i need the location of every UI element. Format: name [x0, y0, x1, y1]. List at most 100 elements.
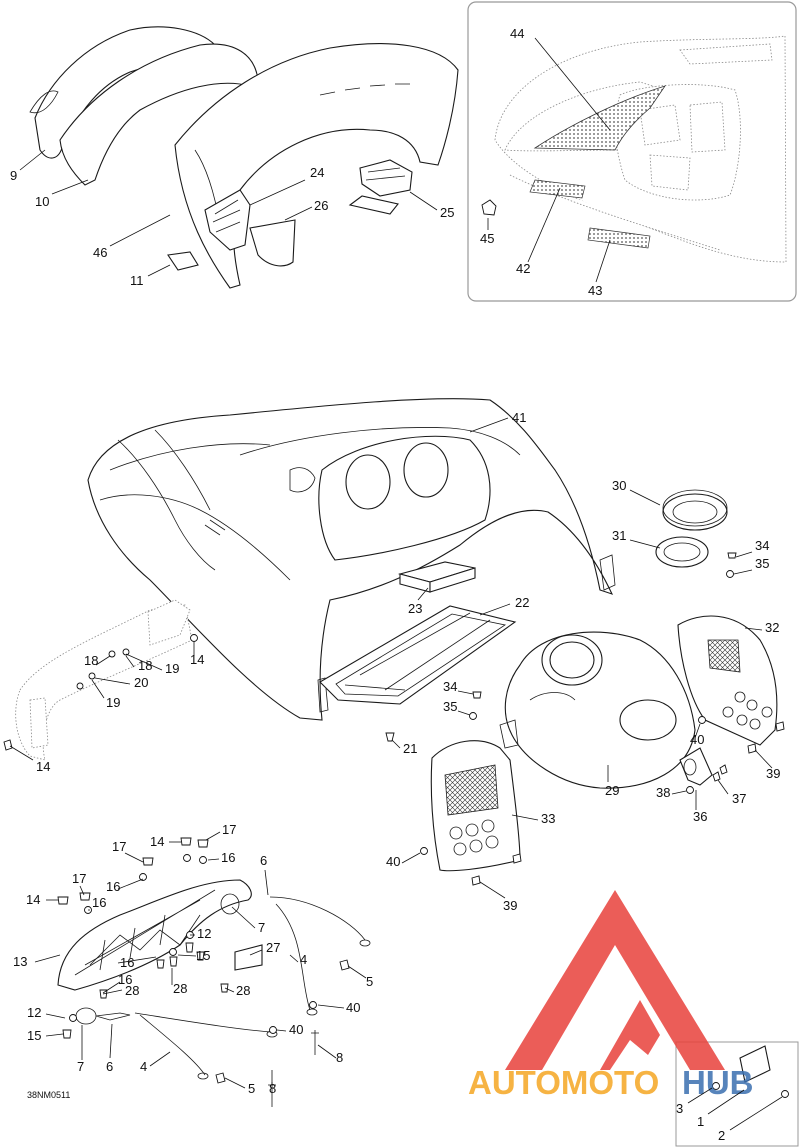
- callout-40: 40: [346, 1000, 360, 1015]
- leader-line-18: [125, 655, 135, 668]
- callout-26: 26: [314, 198, 328, 213]
- leader-line-46: [109, 214, 171, 247]
- callout-18: 18: [138, 658, 152, 673]
- leader-line-18: [95, 655, 111, 666]
- callout-16: 16: [120, 955, 134, 970]
- leader-line-38: [671, 790, 687, 795]
- callout-40: 40: [690, 732, 704, 747]
- callout-16: 16: [92, 895, 106, 910]
- callout-23: 23: [408, 601, 422, 616]
- tray-parts: [319, 561, 517, 705]
- callout-20: 20: [134, 675, 148, 690]
- callout-35: 35: [755, 556, 769, 571]
- callout-16: 16: [221, 850, 235, 865]
- leader-line-16: [117, 956, 157, 964]
- leader-line-20: [94, 677, 131, 685]
- callout-37: 37: [732, 791, 746, 806]
- leader-line-4: [149, 1051, 171, 1067]
- callout-7: 7: [77, 1059, 84, 1074]
- leader-line-3: [687, 1087, 713, 1104]
- leader-lines: [9, 37, 783, 1131]
- callout-13: 13: [13, 954, 27, 969]
- callout-31: 31: [612, 528, 626, 543]
- leader-line-2: [729, 1096, 783, 1131]
- leader-line-16: [207, 858, 220, 861]
- callout-12: 12: [197, 926, 211, 941]
- hatched-area-43: [587, 227, 651, 249]
- leader-line-16: [102, 981, 121, 994]
- leader-line-7: [231, 906, 256, 929]
- grille-panel-32: [677, 615, 778, 746]
- hardware-main: [3, 552, 785, 886]
- leader-line-37: [717, 779, 729, 795]
- callout-2: 2: [718, 1128, 725, 1143]
- callout-8: 8: [269, 1081, 276, 1096]
- callout-28: 28: [236, 983, 250, 998]
- callout-14: 14: [150, 834, 164, 849]
- callout-10: 10: [35, 194, 49, 209]
- watermark-word-2: HUB: [682, 1064, 754, 1101]
- leader-line-28: [224, 987, 235, 993]
- leader-line-8: [317, 1044, 337, 1059]
- leader-line-13: [34, 954, 61, 963]
- callout-39: 39: [503, 898, 517, 913]
- callout-17: 17: [72, 871, 86, 886]
- leader-line-5: [224, 1077, 246, 1089]
- leader-line-17: [124, 852, 144, 863]
- grille-panel-33: [430, 740, 521, 872]
- leader-line-40: [317, 1004, 345, 1009]
- callout-35: 35: [443, 699, 457, 714]
- callout-7: 7: [258, 920, 265, 935]
- callout-46: 46: [93, 245, 107, 260]
- leader-line-23: [417, 587, 429, 601]
- callout-12: 12: [27, 1005, 41, 1020]
- callout-43: 43: [588, 283, 602, 298]
- hardware-bottom: [57, 837, 350, 1107]
- callout-3: 3: [676, 1101, 683, 1116]
- callout-6: 6: [106, 1059, 113, 1074]
- gauge-opening-left: [345, 454, 391, 510]
- callout-15: 15: [27, 1028, 41, 1043]
- callout-8: 8: [336, 1050, 343, 1065]
- leader-line-16: [117, 878, 144, 890]
- left-bracket: [15, 599, 193, 761]
- leader-line-39: [754, 749, 773, 769]
- callout-22: 22: [515, 595, 529, 610]
- leader-line-28: [102, 989, 123, 995]
- hatched-area-42: [529, 179, 586, 199]
- callout-19: 19: [165, 661, 179, 676]
- callout-39: 39: [766, 766, 780, 781]
- callout-9: 9: [10, 168, 17, 183]
- callout-44: 44: [510, 26, 524, 41]
- callout-4: 4: [140, 1059, 147, 1074]
- leader-line-15: [45, 1033, 64, 1037]
- callout-17: 17: [112, 839, 126, 854]
- leader-line-30: [629, 489, 661, 506]
- callout-16: 16: [106, 879, 120, 894]
- callout-17: 17: [222, 822, 236, 837]
- storage-cover-parts: [29, 26, 459, 289]
- leader-line-41: [469, 417, 509, 433]
- leader-line-35: [733, 569, 753, 575]
- watermark-word-1: AUTOMOTO: [468, 1064, 659, 1101]
- leader-line-39: [479, 881, 506, 899]
- leader-line-31: [629, 539, 661, 549]
- body-panel-41: [87, 398, 616, 721]
- bracket-36: [679, 747, 713, 786]
- leader-line-19: [125, 653, 163, 671]
- leader-line-10: [51, 179, 89, 195]
- leader-line-26: [284, 206, 313, 221]
- leader-line-4: [289, 954, 299, 963]
- leader-line-21: [391, 739, 401, 749]
- leader-line-6: [109, 1023, 113, 1059]
- leader-line-24: [249, 179, 306, 206]
- detail-inset: [467, 1, 797, 302]
- callout-42: 42: [516, 261, 530, 276]
- callout-45: 45: [480, 231, 494, 246]
- leader-line-9: [19, 149, 46, 171]
- leader-line-42: [527, 187, 561, 263]
- leader-line-22: [479, 603, 511, 616]
- leader-line-40: [401, 852, 421, 864]
- leader-line-34: [457, 690, 474, 695]
